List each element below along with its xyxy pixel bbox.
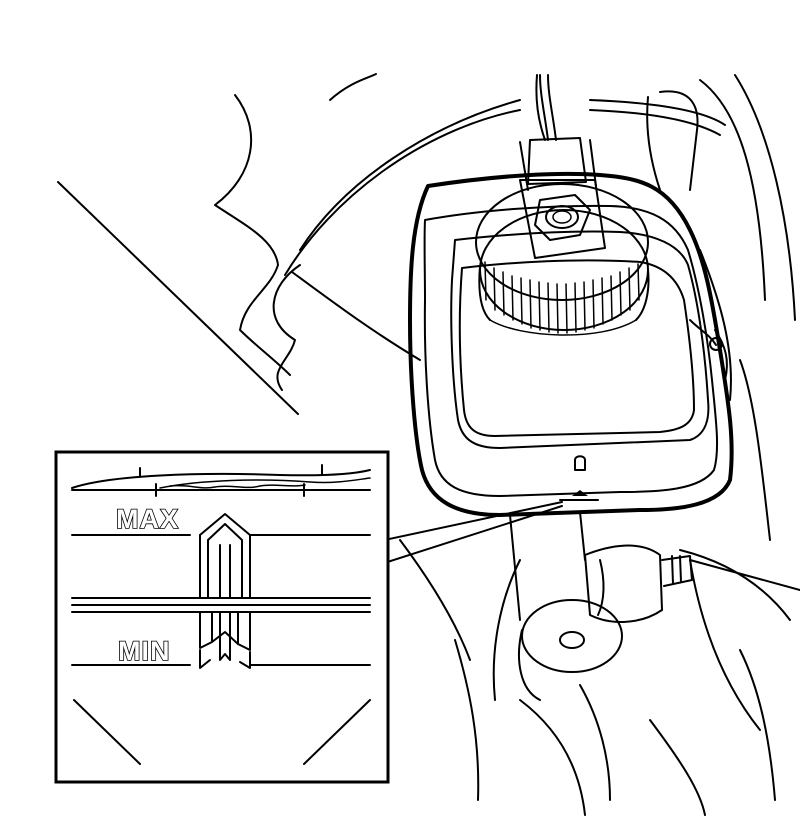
sensor-cable (535, 74, 546, 141)
max-level-label: MAX (116, 504, 179, 534)
reservoir-body (408, 171, 734, 517)
callout-leader (374, 501, 563, 567)
engine-bay-background (57, 73, 796, 816)
reservoir-cap (475, 137, 650, 336)
min-level-label: MIN (118, 636, 171, 666)
level-marks-inset: MAX MIN (54, 450, 390, 784)
master-cylinder-bracket (509, 511, 800, 701)
level-indicator-arrow (199, 513, 251, 669)
